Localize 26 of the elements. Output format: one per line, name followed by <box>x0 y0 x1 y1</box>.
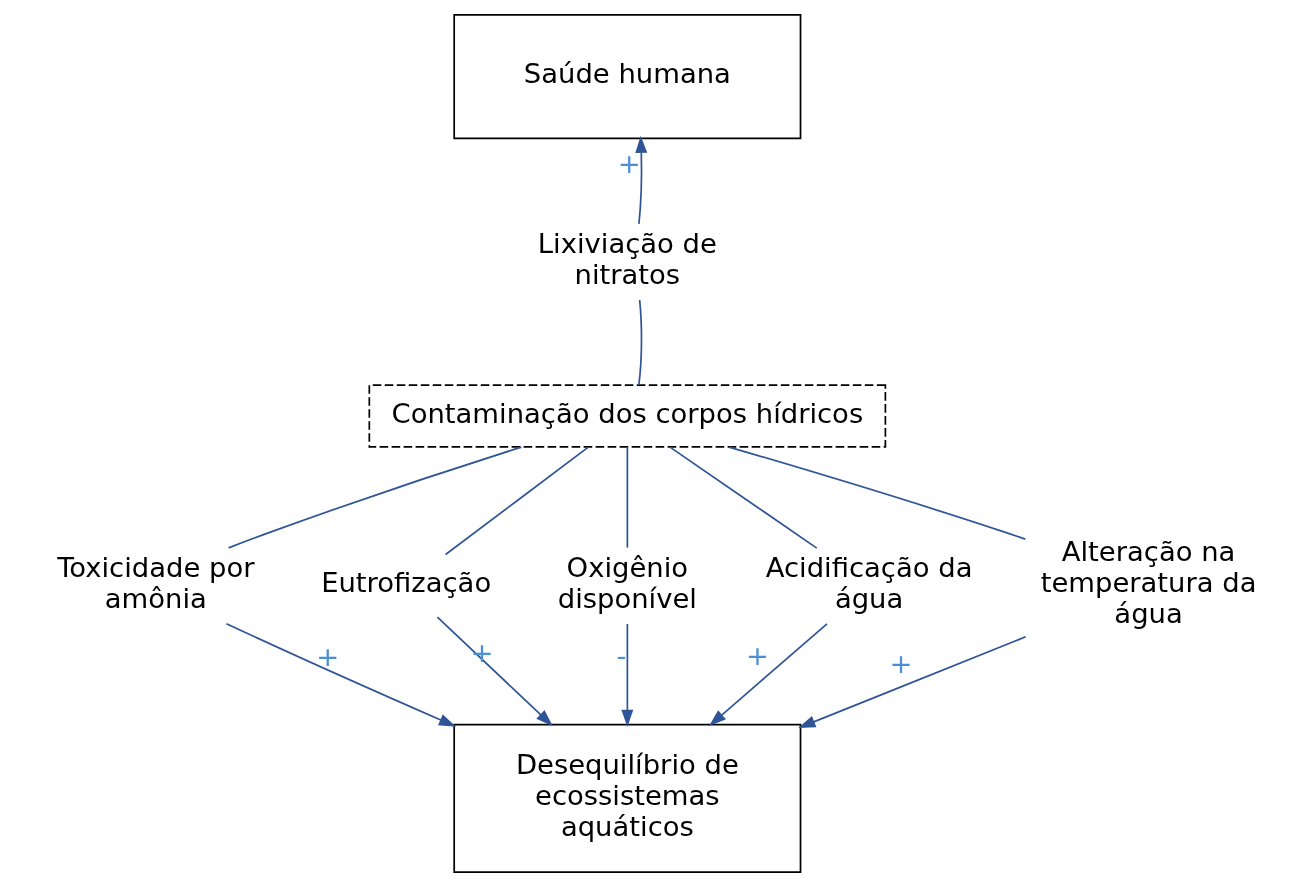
arrow <box>709 623 828 726</box>
node-text: Oxigênio disponível <box>557 551 697 614</box>
node-text: Toxicidade por amônia <box>57 551 255 614</box>
node-text: Alteração na temperatura da água <box>1040 536 1257 630</box>
connector <box>444 446 590 556</box>
connector <box>638 299 643 386</box>
arrow <box>225 622 457 727</box>
connector <box>728 446 1027 540</box>
arrow <box>621 623 634 727</box>
edge-label: + <box>889 648 913 680</box>
edge-label: - <box>616 640 627 672</box>
node-box: Saúde humana <box>453 14 802 140</box>
edge-label: + <box>316 641 340 673</box>
connector <box>669 446 818 549</box>
connector <box>626 446 629 549</box>
edge-label: + <box>745 639 769 671</box>
arrow <box>436 616 553 727</box>
node-text: Acidificação da água <box>765 551 973 614</box>
node-text: Lixiviação de nitratos <box>537 227 717 290</box>
arrow <box>798 635 1027 729</box>
connector <box>227 446 523 549</box>
arrow <box>635 135 648 225</box>
node-box: Desequilíbrio de ecossistemas aquáticos <box>453 723 802 873</box>
node-box: Contaminação dos corpos hídricos <box>368 384 887 448</box>
node-text: Eutrofização <box>321 567 492 599</box>
edge-label: + <box>617 147 641 179</box>
